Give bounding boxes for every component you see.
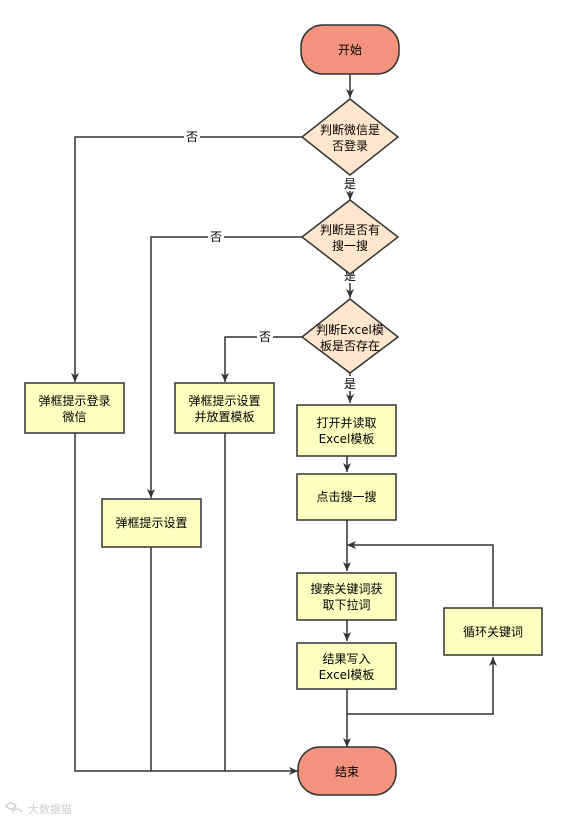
label-yes-login: 是 [344, 177, 356, 191]
edge-template-no [221, 336, 303, 382]
start-node: 开始 [300, 24, 400, 75]
search-keywords-line-1: 搜索关键词获 [310, 581, 382, 596]
edge-popup-login-to-end [74, 433, 298, 775]
loop-keywords-line-1: 循环关键词 [463, 625, 523, 639]
edge-search-no [147, 236, 303, 498]
open-excel-line-1: 打开并读取 [316, 416, 376, 430]
edge-loop-back [347, 541, 494, 607]
watermark: 大数据猫 [5, 802, 72, 816]
watermark-icon [5, 802, 23, 813]
popup-template-line-1: 弹框提示设置 [188, 393, 260, 408]
edge-login-no [71, 136, 303, 382]
label-no-search: 否 [210, 230, 222, 244]
search-keywords-line-2: 取下拉词 [322, 597, 370, 612]
start-label: 开始 [338, 43, 362, 57]
label-no-login: 否 [186, 130, 198, 144]
decision-login-line-1: 判断微信是 [320, 122, 380, 137]
popup-login-box: 弹框提示登录 微信 [24, 382, 125, 434]
end-node: 结束 [297, 746, 397, 796]
decision-search: 判断是否有 搜一搜 [300, 199, 400, 275]
decision-template: 判断Excel模 板是否存在 [300, 298, 400, 374]
popup-settings-line-1: 弹框提示设置 [115, 515, 187, 530]
write-results-box: 结果写入 Excel模板 [296, 642, 397, 690]
open-excel-box: 打开并读取 Excel模板 [296, 404, 397, 457]
popup-login-line-1: 弹框提示登录 [38, 393, 110, 408]
decision-template-line-1: 判断Excel模 [316, 322, 384, 337]
decision-login: 判断微信是 否登录 [300, 98, 400, 176]
loop-keywords-box: 循环关键词 [443, 607, 543, 656]
click-search-line-1: 点击搜一搜 [316, 489, 376, 504]
edges [71, 74, 497, 775]
decision-login-line-2: 否登录 [332, 138, 368, 153]
search-keywords-box: 搜索关键词获 取下拉词 [296, 572, 397, 621]
popup-login-line-2: 微信 [62, 410, 86, 424]
watermark-text: 大数据猫 [28, 802, 72, 816]
click-search-box: 点击搜一搜 [296, 473, 397, 521]
popup-template-line-2: 并放置模板 [194, 409, 254, 424]
label-no-template: 否 [259, 330, 271, 344]
edge-write-to-loop [347, 657, 497, 715]
popup-template-box: 弹框提示设置 并放置模板 [174, 382, 275, 434]
decision-search-line-2: 搜一搜 [332, 238, 368, 253]
write-results-line-1: 结果写入 [322, 652, 370, 666]
decision-search-line-1: 判断是否有 [320, 222, 380, 237]
end-label: 结束 [335, 765, 359, 779]
popup-settings-box: 弹框提示设置 [101, 498, 202, 548]
label-yes-template: 是 [344, 377, 356, 391]
open-excel-line-2: Excel模板 [319, 432, 375, 446]
write-results-line-2: Excel模板 [319, 668, 375, 682]
decision-template-line-2: 板是否存在 [320, 339, 380, 353]
